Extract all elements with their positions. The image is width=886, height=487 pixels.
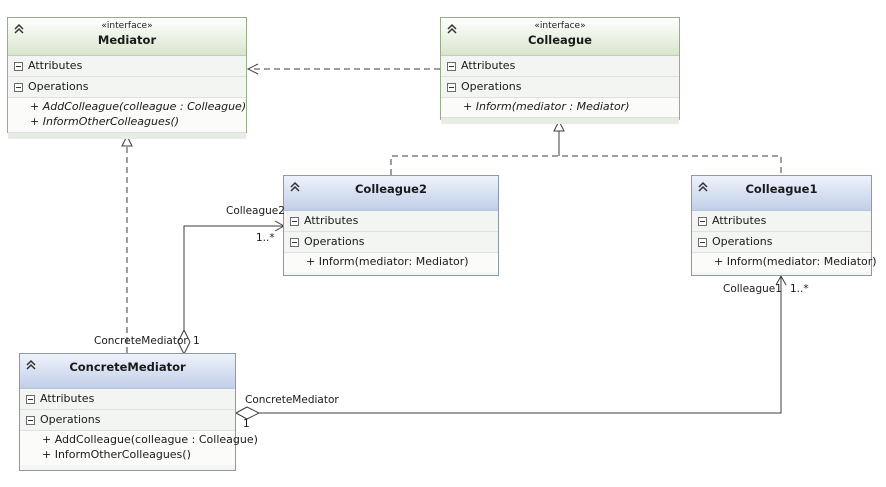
class-name: ConcreteMediator <box>69 360 186 374</box>
multiplicity-label-concretemediator-agg: 1 <box>193 335 200 347</box>
realization-colleague2-to-colleague <box>390 155 782 175</box>
class-name: Colleague2 <box>354 182 427 196</box>
role-label-concretemediator-agg: ConcreteMediator <box>94 335 188 347</box>
operations-list: + Inform(mediator: Mediator) <box>284 253 498 272</box>
operations-list: + Inform(mediator: Mediator) <box>692 253 877 272</box>
collapse-chevron-icon[interactable] <box>288 180 302 194</box>
role-label-concretemediator: ConcreteMediator <box>245 394 339 406</box>
operations-compartment[interactable]: Operations <box>8 77 246 98</box>
class-name: Colleague1 <box>745 182 818 196</box>
operation-item[interactable]: + Inform(mediator : Mediator) <box>463 100 630 113</box>
collapse-toggle-icon[interactable] <box>14 62 23 71</box>
collapse-toggle-icon[interactable] <box>290 217 299 226</box>
collapse-toggle-icon[interactable] <box>14 83 23 92</box>
attributes-compartment[interactable]: Attributes <box>8 56 246 77</box>
footer-bar <box>8 132 246 139</box>
operation-item[interactable]: + Inform(mediator: Mediator) <box>306 255 469 268</box>
stereotype-label: «interface» <box>534 21 586 31</box>
operations-compartment[interactable]: Operations <box>284 232 498 253</box>
operations-list: + AddColleague(colleague : Colleague) + … <box>8 98 246 132</box>
operations-list: + AddColleague(colleague : Colleague) + … <box>20 431 258 465</box>
attributes-label: Attributes <box>40 392 95 405</box>
collapse-chevron-icon[interactable] <box>696 180 710 194</box>
role-label-colleague1: Colleague1 <box>723 283 782 295</box>
operations-label: Operations <box>461 80 522 93</box>
collapse-toggle-icon[interactable] <box>698 238 707 247</box>
attributes-compartment[interactable]: Attributes <box>441 56 679 77</box>
attributes-label: Attributes <box>461 59 516 72</box>
operations-compartment[interactable]: Operations <box>441 77 679 98</box>
attributes-label: Attributes <box>28 59 83 72</box>
footer-bar <box>441 117 679 124</box>
collapse-chevron-icon[interactable] <box>445 22 459 36</box>
operations-label: Operations <box>712 235 773 248</box>
attributes-label: Attributes <box>712 214 767 227</box>
multiplicity-label-concretemediator: 1 <box>243 418 250 430</box>
collapse-toggle-icon[interactable] <box>26 395 35 404</box>
operations-list: + Inform(mediator : Mediator) <box>441 98 679 117</box>
operations-compartment[interactable]: Operations <box>692 232 871 253</box>
collapse-toggle-icon[interactable] <box>290 238 299 247</box>
attributes-compartment[interactable]: Attributes <box>284 211 498 232</box>
collapse-toggle-icon[interactable] <box>447 62 456 71</box>
realization-arrowhead-mediator <box>121 134 133 147</box>
attributes-compartment[interactable]: Attributes <box>20 389 235 410</box>
operations-label: Operations <box>40 413 101 426</box>
collapse-chevron-icon[interactable] <box>24 358 38 372</box>
concretemediator-header[interactable]: ConcreteMediator <box>20 354 235 389</box>
colleague-header[interactable]: «interface» Colleague <box>441 18 679 56</box>
collapse-chevron-icon[interactable] <box>12 22 26 36</box>
aggregation-concretemediator-colleague2 <box>183 225 283 330</box>
dependency-arrowhead <box>246 63 259 75</box>
operation-item[interactable]: + Inform(mediator: Mediator) <box>714 255 877 268</box>
colleague2-header[interactable]: Colleague2 <box>284 176 498 211</box>
aggregation-concretemediator-colleague1 <box>259 276 782 414</box>
multiplicity-label-colleague2: 1..* <box>256 232 275 244</box>
operations-compartment[interactable]: Operations <box>20 410 235 431</box>
colleague1-header[interactable]: Colleague1 <box>692 176 871 211</box>
collapse-toggle-icon[interactable] <box>26 416 35 425</box>
operations-label: Operations <box>304 235 365 248</box>
association-arrowhead-colleague1 <box>775 274 787 286</box>
multiplicity-label-colleague1: 1..* <box>790 283 809 295</box>
stereotype-label: «interface» <box>101 21 153 31</box>
operation-item[interactable]: + InformOtherColleagues() <box>42 448 191 461</box>
colleague1-class[interactable]: Colleague1 Attributes Operations + Infor… <box>691 175 877 276</box>
operation-item[interactable]: + AddColleague(colleague : Colleague) <box>30 100 247 113</box>
mediator-header[interactable]: «interface» Mediator <box>8 18 246 56</box>
role-label-colleague2: Colleague2 <box>226 205 285 217</box>
collapse-toggle-icon[interactable] <box>447 83 456 92</box>
operation-item[interactable]: + InformOtherColleagues() <box>30 115 180 128</box>
attributes-compartment[interactable]: Attributes <box>692 211 871 232</box>
class-name: Mediator <box>97 33 157 47</box>
colleague2-class[interactable]: Colleague2 Attributes Operations + Infor… <box>283 175 499 276</box>
concretemediator-class[interactable]: ConcreteMediator Attributes Operations +… <box>19 353 258 471</box>
attributes-label: Attributes <box>304 214 359 227</box>
collapse-toggle-icon[interactable] <box>698 217 707 226</box>
class-name: Colleague <box>527 33 592 47</box>
colleague-interface[interactable]: «interface» Colleague Attributes Operati… <box>440 17 680 124</box>
operations-label: Operations <box>28 80 89 93</box>
mediator-interface[interactable]: «interface» Mediator Attributes Operatio… <box>7 17 247 139</box>
operation-item[interactable]: + AddColleague(colleague : Colleague) <box>42 433 258 446</box>
aggregation-diamond-colleague1 <box>234 406 261 420</box>
realization-arrowhead-colleague <box>553 119 565 132</box>
